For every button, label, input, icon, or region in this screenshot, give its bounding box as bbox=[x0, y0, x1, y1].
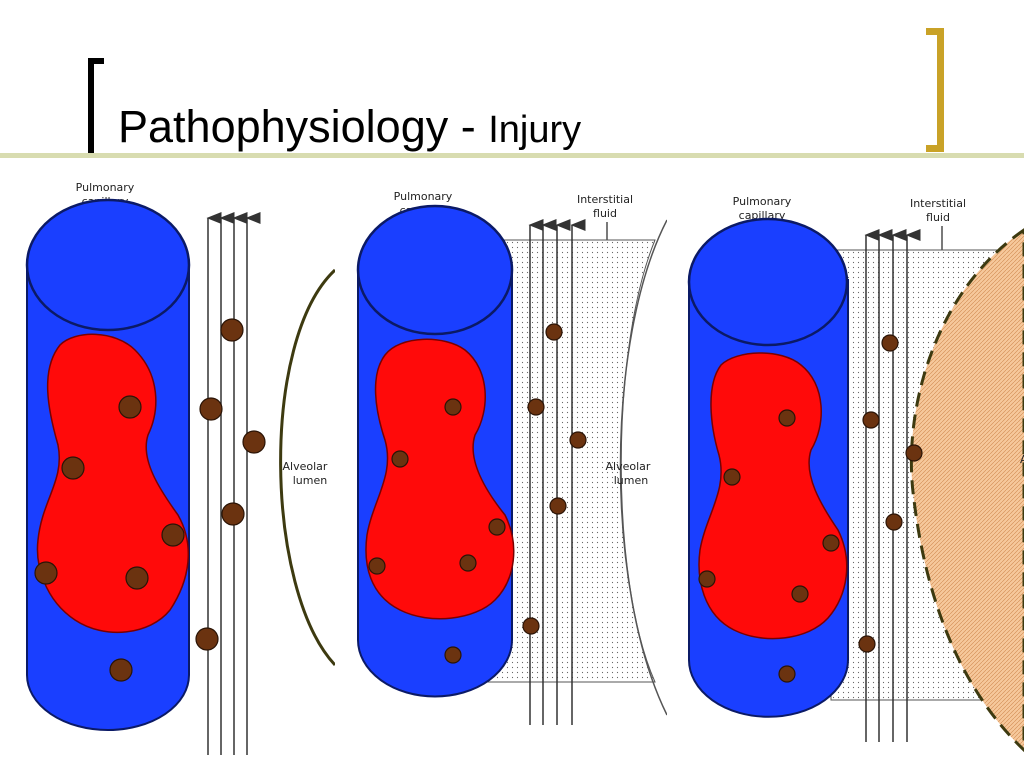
panel-alveolar-edema: Pulmonary capillary Interstitial fluid A bbox=[686, 170, 1024, 760]
fluid-flow-arrows bbox=[864, 229, 921, 742]
alveolar-label-line2: lumen bbox=[293, 474, 328, 487]
alveolar-edema-fluid bbox=[909, 228, 1024, 753]
panel-normal: Pulmonary capillary Alveolar lumen bbox=[20, 170, 335, 760]
capillary-end-opening bbox=[687, 217, 849, 347]
slide-title: Pathophysiology - Injury bbox=[118, 104, 581, 149]
interstitial-label-line2: fluid bbox=[926, 211, 950, 224]
red-blood-cell bbox=[365, 338, 515, 620]
capillary-label-line1: Pulmonary bbox=[733, 195, 792, 208]
slide-title-subtitle: Injury bbox=[488, 109, 582, 151]
panel-interstitial-edema: Pulmonary capillary Interstitial fluid A… bbox=[355, 170, 667, 760]
capillary-end-opening bbox=[25, 198, 191, 332]
title-rule bbox=[0, 153, 1024, 158]
panel-interstitial-diagram: Pulmonary capillary Interstitial fluid A… bbox=[356, 190, 667, 725]
alveolar-membrane bbox=[279, 268, 335, 667]
fluid-flow-arrows bbox=[206, 212, 261, 755]
protein-particles bbox=[698, 334, 923, 683]
alveolar-label-line1: Alveolar bbox=[283, 460, 328, 473]
interstitial-label-line1: Interstitial bbox=[910, 197, 966, 210]
capillary-label-line1: Pulmonary bbox=[76, 181, 135, 194]
red-blood-cell bbox=[698, 352, 848, 640]
interstitial-label-line1: Interstitial bbox=[577, 193, 633, 206]
interstitial-fluid-region bbox=[484, 239, 656, 683]
protein-particles bbox=[368, 323, 587, 664]
interstitial-label-line2: fluid bbox=[593, 207, 617, 220]
alveolar-label-line2: lumen bbox=[614, 474, 649, 487]
red-blood-cell bbox=[36, 333, 189, 633]
capillary-label-line1: Pulmonary bbox=[394, 190, 453, 203]
alveolar-membrane bbox=[619, 219, 667, 716]
panel-alveolar-diagram: Pulmonary capillary Interstitial fluid A bbox=[687, 195, 1024, 753]
alveolar-label-fragment: A bbox=[1020, 453, 1024, 466]
capillary-end-opening bbox=[356, 204, 514, 336]
title-bracket-left bbox=[88, 58, 104, 154]
title-bracket-right bbox=[926, 28, 944, 152]
alveolar-label-line1: Alveolar bbox=[606, 460, 651, 473]
fluid-flow-arrows bbox=[528, 219, 586, 725]
slide-title-main: Pathophysiology - bbox=[118, 101, 476, 152]
panel-normal-diagram: Pulmonary capillary Alveolar lumen bbox=[25, 181, 335, 755]
protein-particles bbox=[34, 318, 266, 682]
